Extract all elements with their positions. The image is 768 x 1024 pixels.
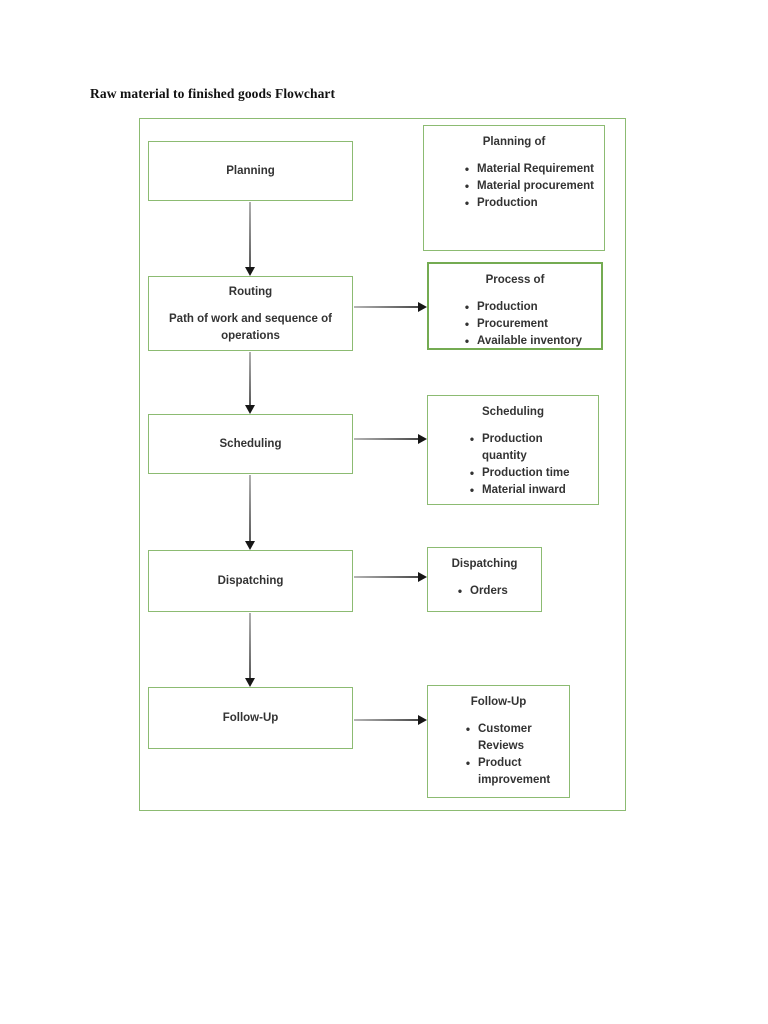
list-item: • Material procurement (457, 178, 600, 195)
list-item: • Orders (450, 583, 539, 600)
bullet-text: Material procurement (477, 180, 594, 192)
bullet-icon: • (464, 300, 470, 314)
detail-box-planning: Planning of • Material Requirement • Mat… (423, 125, 605, 251)
bullet-icon: • (469, 466, 475, 480)
arrow-down-dispatching-to-followup (249, 613, 251, 678)
detail-heading: Scheduling (482, 406, 544, 418)
detail-heading: Planning of (482, 136, 546, 148)
detail-heading: Process of (485, 274, 545, 286)
bullet-icon: • (469, 432, 475, 446)
bullet-icon: • (457, 584, 463, 598)
list-item: • Product improvement (458, 755, 565, 789)
page-title: Raw material to finished goods Flowchart (90, 86, 336, 101)
bullet-list: • Customer Reviews • Product improvement (428, 721, 569, 789)
list-item: • Available inventory (457, 333, 597, 350)
arrow-down-planning-to-routing (249, 202, 251, 267)
bullet-icon: • (464, 196, 470, 210)
arrow-right-routing-to-detail (354, 306, 418, 308)
detail-box-followup: Follow-Up • Customer Reviews • Product i… (427, 685, 570, 798)
arrow-down-scheduling-to-dispatching (249, 475, 251, 541)
list-item: • Production (457, 195, 600, 212)
list-item: • Material inward (462, 482, 586, 499)
bullet-list: • Material Requirement • Material procur… (424, 161, 604, 212)
bullet-list: • Production quantity • Production time … (428, 431, 598, 499)
stage-box-scheduling: Scheduling (148, 414, 353, 474)
bullet-text: Orders (470, 585, 508, 597)
list-item: • Production (457, 299, 597, 316)
bullet-icon: • (469, 483, 475, 497)
stage-label: Scheduling (219, 437, 282, 450)
list-item: • Material Requirement (457, 161, 600, 178)
bullet-icon: • (465, 722, 471, 736)
detail-box-dispatching: Dispatching • Orders (427, 547, 542, 612)
arrow-right-dispatching-to-detail (354, 576, 418, 578)
bullet-list: • Production • Procurement • Available i… (429, 299, 601, 350)
stage-box-dispatching: Dispatching (148, 550, 353, 612)
detail-box-scheduling: Scheduling • Production quantity • Produ… (427, 395, 599, 505)
bullet-icon: • (464, 317, 470, 331)
stage-label: Routing (228, 286, 273, 298)
bullet-text: Production (477, 301, 538, 313)
list-item: • Procurement (457, 316, 597, 333)
stage-sublabel: Path of work and sequence of operations (169, 313, 332, 342)
list-item: • Customer Reviews (458, 721, 565, 755)
stage-box-routing: Routing Path of work and sequence of ope… (148, 276, 353, 351)
stage-label: Follow-Up (222, 711, 279, 724)
bullet-text: Production time (482, 467, 570, 479)
arrow-right-followup-to-detail (354, 719, 418, 721)
bullet-text: Procurement (477, 318, 548, 330)
detail-heading: Dispatching (451, 558, 518, 570)
bullet-icon: • (464, 162, 470, 176)
bullet-text: Production quantity (482, 433, 543, 462)
list-item: • Production quantity (462, 431, 586, 465)
stage-box-followup: Follow-Up (148, 687, 353, 749)
bullet-text: Product improvement (478, 757, 551, 786)
stage-label: Planning (226, 164, 275, 177)
arrow-down-routing-to-scheduling (249, 352, 251, 405)
bullet-list: • Orders (428, 583, 541, 600)
bullet-text: Available inventory (477, 335, 583, 347)
bullet-text: Material inward (482, 484, 566, 496)
stage-box-planning: Planning (148, 141, 353, 201)
list-item: • Production time (462, 465, 586, 482)
arrow-right-scheduling-to-detail (354, 438, 418, 440)
bullet-icon: • (464, 334, 470, 348)
bullet-text: Production (477, 197, 538, 209)
bullet-icon: • (464, 179, 470, 193)
bullet-text: Material Requirement (477, 163, 594, 175)
detail-box-routing: Process of • Production • Procurement • … (427, 262, 603, 350)
bullet-icon: • (465, 756, 471, 770)
detail-heading: Follow-Up (470, 696, 527, 708)
bullet-text: Customer Reviews (478, 723, 532, 752)
stage-label: Dispatching (217, 574, 284, 587)
